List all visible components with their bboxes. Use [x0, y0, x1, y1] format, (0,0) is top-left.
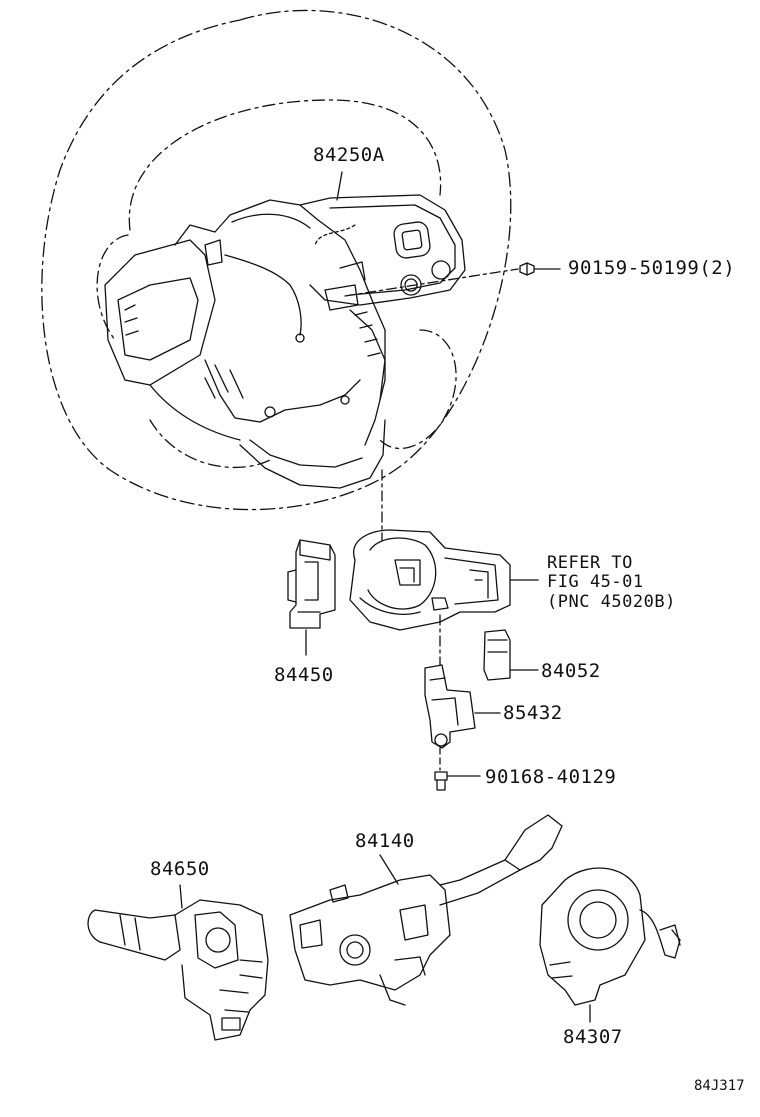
switch-84052-drawing — [484, 630, 538, 680]
leader-84250A — [337, 172, 342, 200]
part-label-84450: 84450 — [274, 664, 334, 686]
refer-note-line2: FIG 45-01 — [547, 572, 644, 592]
screw-90159-50199-drawing — [345, 263, 560, 296]
switch-84450-drawing — [288, 540, 335, 655]
screw-90168-40129-drawing — [435, 772, 480, 790]
part-label-85432: 85432 — [503, 702, 563, 724]
part-label-84307: 84307 — [563, 1026, 623, 1048]
part-label-84140: 84140 — [355, 830, 415, 852]
wiper-switch-drawing — [88, 885, 268, 1040]
figure-code: 84J317 — [694, 1078, 745, 1094]
refer-note-line1: REFER TO — [547, 553, 633, 573]
spiral-cable-drawing — [540, 868, 680, 1022]
part-label-screw-90168: 90168-40129 — [485, 766, 617, 788]
switch-85432-drawing — [425, 665, 500, 770]
part-label-84052: 84052 — [541, 660, 601, 682]
column-assembly-drawing — [350, 530, 538, 665]
refer-note-line3: (PNC 45020B) — [547, 592, 676, 612]
part-label-84650: 84650 — [150, 858, 210, 880]
steering-wheel-drawing — [42, 10, 511, 509]
part-label-steering-wheel: 84250A — [313, 144, 385, 166]
part-label-screw-90159: 90159-50199(2) — [568, 257, 736, 279]
headlamp-switch-drawing — [290, 815, 562, 1005]
